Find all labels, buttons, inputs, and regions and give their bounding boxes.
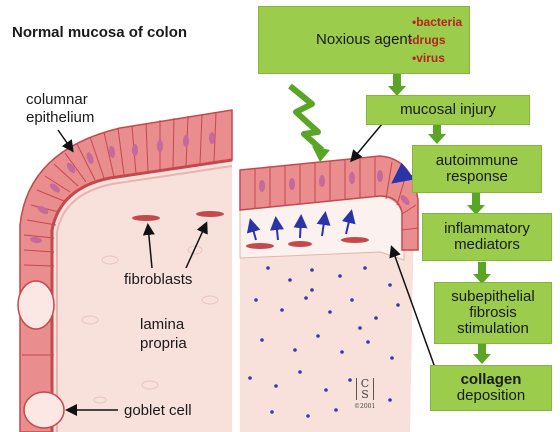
fibroblasts-label: fibroblasts [124,271,192,288]
autoimmune-response-box: autoimmune response [412,145,542,193]
columnar-label-line2: epithelium [26,109,94,127]
noxious-zigzag-arrow [290,86,322,150]
lamina-propria-label: lamina propria [140,315,187,353]
collagen-bold-label: collagen [461,372,522,388]
lamina-label-line1: lamina [140,315,187,334]
publisher-logo: C S [356,378,374,400]
mucosal-injury-box: mucosal injury [366,95,530,125]
agent-bacteria: •bacteria [412,13,462,31]
collagen-line2: deposition [457,388,525,404]
inflammatory-line1: inflammatory [444,221,530,237]
subepithelial-fibrosis-box: subepithelial fibrosis stimulation [434,282,552,344]
goblet-cell-lower [24,392,64,428]
mucosal-injury-label: mucosal injury [400,102,496,118]
agent-drugs: •drugs [408,31,462,49]
goblet-cell-label: goblet cell [124,402,192,419]
subepithelial-line1: subepithelial [451,289,534,305]
inflammatory-line2: mediators [454,237,520,253]
noxious-agent-label: Noxious agent [316,32,412,48]
logo-letter-s: S [357,389,373,400]
lamina-label-line2: propria [140,334,187,353]
columnar-epithelium-label: columnar epithelium [26,91,94,127]
autoimmune-line2: response [446,169,508,185]
logo-caption: ©2001 [354,403,375,410]
subepithelial-line3: stimulation [457,321,529,337]
collagen-deposition-box: collagen deposition [430,365,552,411]
diagram-title: Normal mucosa of colon [12,24,187,41]
autoimmune-line1: autoimmune [436,153,519,169]
injured-mucosa-illustration [240,156,428,432]
agent-list: •bacteria •drugs •virus [408,13,462,67]
subepithelial-line2: fibrosis [469,305,517,321]
columnar-label-line1: columnar [26,91,94,109]
inflammatory-mediators-box: inflammatory mediators [422,213,552,261]
goblet-cell-upper [18,281,54,329]
agent-virus: •virus [412,49,462,67]
